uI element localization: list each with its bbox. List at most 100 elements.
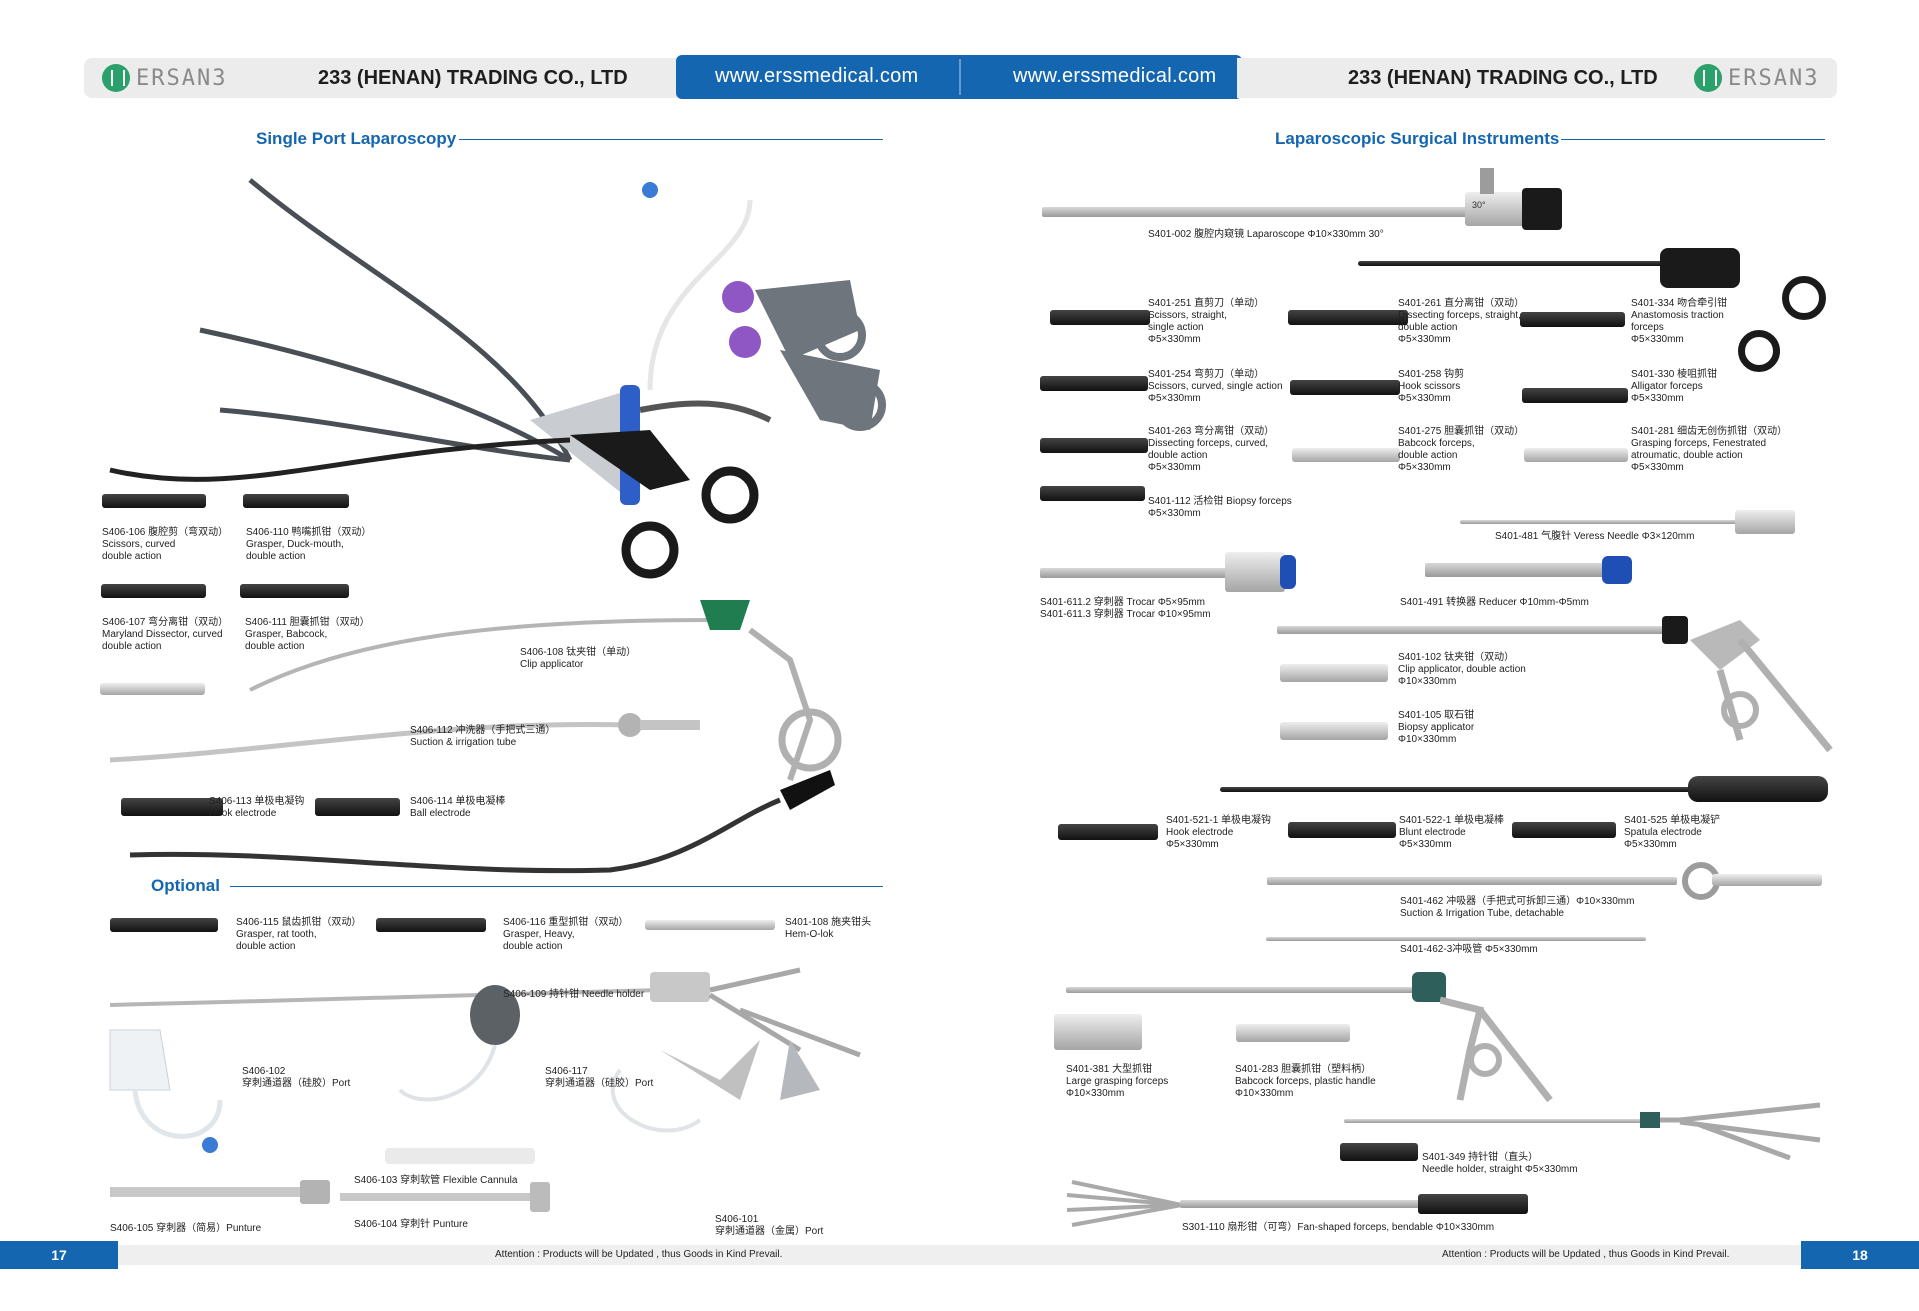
header-right-bar: 233 (HENAN) TRADING CO., LTD ERSAN3 (1237, 58, 1837, 98)
caption-s401-275: S401-275 胆囊抓钳（双动）Babcock forceps,double … (1398, 426, 1525, 473)
company-name-left: 233 (HENAN) TRADING CO., LTD (318, 67, 628, 89)
instrument-tip-image (1340, 1143, 1418, 1161)
instrument-tip-image (1280, 722, 1388, 740)
caption-s401-263: S401-263 弯分离钳（双动）Dissecting forceps, cur… (1148, 426, 1275, 473)
website-url-left[interactable]: www.erssmedical.com (715, 65, 919, 87)
instrument-tip-image (1050, 310, 1150, 325)
brand-logo-icon (102, 64, 130, 92)
attention-note-left: Attention : Products will be Updated , t… (495, 1249, 783, 1260)
blunt-electrode-image (1288, 822, 1396, 838)
brand-logo-text: ERSAN3 (136, 65, 228, 91)
grasping-forceps-knob (1412, 972, 1446, 1002)
needle-holder-handle (1640, 1102, 1821, 1160)
section-title-laparoscopic: Laparoscopic Surgical Instruments (1275, 129, 1560, 148)
instrument-tip-image (100, 683, 205, 695)
instrument-tip-image (376, 918, 486, 932)
reducer-shaft (1425, 563, 1605, 577)
instrument-tip-image (1524, 448, 1628, 462)
caption-s406-103: S406-103 穿刺软管 Flexible Cannula (354, 1175, 518, 1186)
instrument-tip-image (110, 918, 218, 932)
reducer-cap (1602, 556, 1632, 584)
instrument-tip-image (1522, 388, 1628, 403)
caption-s401-102: S401-102 钛夹钳（双动）Clip applicator, double … (1398, 652, 1526, 687)
instrument-handle (1660, 248, 1740, 288)
caption-s406-110: S406-110 鸭嘴抓钳（双动）Grasper, Duck-mouth,dou… (246, 527, 372, 562)
instrument-tip-image (243, 494, 349, 508)
caption-s406-107: S406-107 弯分离钳（双动）Maryland Dissector, cur… (102, 617, 229, 652)
clip-applicator-shaft (1277, 626, 1667, 634)
section-rule (1561, 139, 1825, 140)
handle-ring (1738, 330, 1780, 372)
section-title-optional: Optional (151, 876, 220, 895)
laparoscope-body (1465, 192, 1525, 226)
caption-s406-112: S406-112 冲洗器（手把式三通）Suction & irrigation … (410, 725, 556, 748)
caption-s401-002: S401-002 腹腔内窥镜 Laparoscope Φ10×330mm 30° (1148, 229, 1384, 240)
caption-s401-462-3: S401-462-3冲吸管 Φ5×330mm (1400, 944, 1538, 955)
brand-logo: ERSAN3 (102, 64, 227, 92)
brand-logo-text: ERSAN3 (1728, 65, 1820, 91)
instrument-tip-image (1054, 1014, 1142, 1050)
needle-holder-shaft (1344, 1119, 1644, 1123)
caption-s401-281: S401-281 细齿无创伤抓钳（双动）Grasping forceps, Fe… (1631, 426, 1788, 473)
section-rule (459, 139, 883, 140)
caption-s401-481: S401-481 气腹针 Veress Needle Φ3×120mm (1495, 531, 1695, 542)
instrument-tip-image (102, 494, 206, 508)
caption-s401-251: S401-251 直剪刀（单动）Scissors, straight,singl… (1148, 298, 1265, 345)
trocar-cap (1280, 555, 1296, 589)
suction-tube-shaft (1267, 877, 1677, 885)
instrument-tip-image (1290, 380, 1400, 395)
instrument-tip-image (1040, 486, 1145, 501)
page-number-right: 18 (1801, 1241, 1919, 1269)
instrument-tip-image (1040, 376, 1148, 391)
suction-handle (1712, 874, 1822, 886)
caption-s406-115: S406-115 鼠齿抓钳（双动）Grasper, rat tooth,doub… (236, 917, 362, 952)
instrument-tip-image (1288, 310, 1408, 325)
website-url-right[interactable]: www.erssmedical.com (1013, 65, 1217, 87)
header-url-bar: www.erssmedical.com www.erssmedical.com (676, 55, 1242, 99)
caption-s406-105: S406-105 穿刺器（简易）Punture (110, 1223, 262, 1234)
grasping-forceps-handle (1440, 996, 1553, 1103)
spatula-electrode-image (1512, 822, 1616, 838)
fan-forceps-shaft (1180, 1200, 1420, 1208)
electrode-handle (1688, 776, 1828, 802)
handle-ring (1782, 276, 1826, 320)
caption-s406-104: S406-104 穿刺针 Punture (354, 1219, 468, 1230)
clip-applicator-handle (1690, 620, 1833, 753)
page-number-left: 17 (0, 1241, 118, 1269)
instrument-tip-image (1280, 664, 1388, 682)
section-title-single-port: Single Port Laparoscopy (256, 129, 457, 148)
veress-needle-shaft (1460, 520, 1740, 524)
company-name-right: 233 (HENAN) TRADING CO., LTD (1348, 67, 1658, 89)
caption-s406-111: S406-111 胆囊抓钳（双动）Grasper, Babcock,double… (245, 617, 370, 652)
url-divider (959, 59, 961, 95)
caption-s401-283: S401-283 胆囊抓钳（塑料柄）Babcock forceps, plast… (1235, 1064, 1376, 1099)
caption-s401-254: S401-254 弯剪刀（单动）Scissors, curved, single… (1148, 369, 1283, 404)
caption-s406-116: S406-116 重型抓钳（双动）Grasper, Heavy,double a… (503, 917, 629, 952)
instrument-tip-image (101, 584, 206, 598)
caption-s301-110: S301-110 扇形钳（可弯）Fan-shaped forceps, bend… (1182, 1222, 1495, 1233)
hook-electrode-image (121, 798, 223, 816)
brand-logo-right: ERSAN3 (1694, 64, 1819, 92)
attention-note-right: Attention : Products will be Updated , t… (1442, 1249, 1730, 1260)
instrument-tip-image (645, 920, 775, 930)
caption-s406-108: S406-108 钛夹钳（单动）Clip applicator (520, 647, 637, 670)
header-left-bar: ERSAN3 233 (HENAN) TRADING CO., LTD (84, 58, 684, 98)
optional-instruments-illustration (109, 967, 861, 1212)
instrument-shaft (1358, 261, 1668, 266)
trocar-body (1225, 552, 1285, 592)
laparoscope-light-port (1480, 168, 1494, 194)
laparoscope-angle-label: 30° (1472, 200, 1486, 210)
instrument-tip-image (1292, 448, 1400, 462)
ball-electrode-image (315, 798, 400, 816)
